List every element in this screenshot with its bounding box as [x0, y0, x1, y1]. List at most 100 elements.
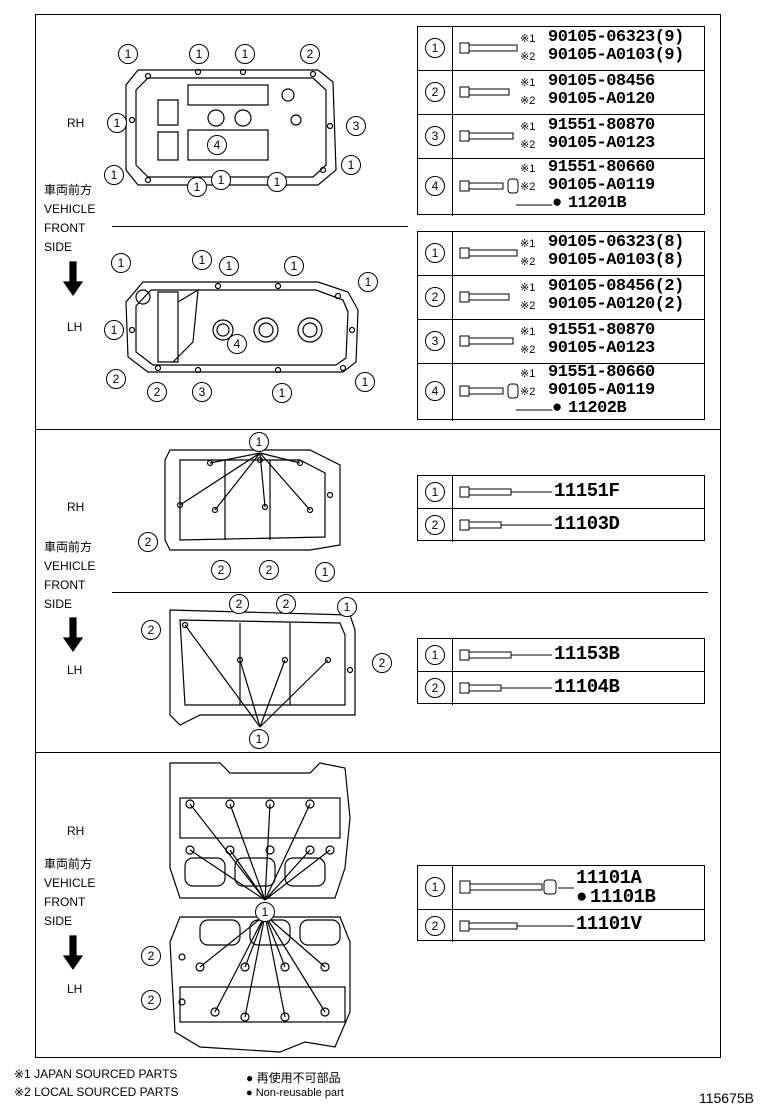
bolt-icon — [459, 291, 510, 303]
part-number: 90105-08456 — [548, 72, 655, 91]
lh-cover-callout-1: 1 — [284, 256, 304, 276]
leader-line — [558, 887, 574, 889]
bolt-icon — [459, 335, 514, 347]
callout-number: 2 — [425, 82, 445, 102]
rh-cover-callout-1: 1 — [107, 113, 127, 133]
lh-cover-bolt-table: 1 ※1 90105-06323(8) ※2 90105-A0103(8) 2 … — [417, 231, 705, 421]
head-callout-2: 2 — [141, 990, 161, 1010]
bolt-with-washer-icon — [459, 178, 519, 194]
legend-nonreusable-en-text: Non-reusable part — [255, 1087, 344, 1099]
bolt-icon — [459, 682, 552, 694]
legend-local-text: LOCAL SOURCED PARTS — [34, 1085, 179, 1099]
diagram-frame — [35, 14, 721, 1058]
housing-direction-text: 車両前方 VEHICLE FRONT SIDE — [44, 540, 96, 611]
rh-cover-callout-1: 1 — [211, 170, 231, 190]
cover-rh-label: RH — [67, 116, 85, 130]
rh-housing-callout-2: 2 — [211, 560, 231, 580]
local-marker: ※2 — [520, 139, 536, 151]
part-number: 11101V — [576, 913, 642, 935]
rh-housing-bolt-table: 1 11151F 2 11103D — [417, 475, 705, 542]
rh-cover-callout-4: 4 — [207, 135, 227, 155]
section-divider-2 — [35, 752, 721, 753]
part-number: 90105-A0119 — [548, 176, 655, 195]
table-row: 2 ※1 90105-08456 ※2 90105-A0120 — [418, 71, 704, 115]
table-row: 2 11101V — [418, 910, 704, 942]
housing-rh-label: RH — [67, 500, 85, 514]
japan-marker: ※1 — [520, 326, 536, 338]
part-number: 91551-80870 — [548, 116, 655, 135]
lh-cover-callout-1: 1 — [355, 372, 375, 392]
lh-camshaft-housing-drawing — [169, 609, 356, 728]
part-number: 11101A — [576, 867, 642, 889]
rh-housing-callout-1: 1 — [315, 562, 335, 582]
legend-nonreusable-en: ● Non-reusable part — [246, 1087, 344, 1099]
part-number: 11151F — [554, 480, 620, 502]
lh-cover-callout-1: 1 — [219, 256, 239, 276]
head-callout-2: 2 — [141, 946, 161, 966]
part-number: 11104B — [554, 676, 620, 698]
cover-direction-text: 車両前方 VEHICLE FRONT SIDE — [44, 183, 96, 254]
head-callout-1: 1 — [255, 902, 275, 922]
lh-head-cover-drawing — [125, 281, 359, 374]
callout-number: 1 — [425, 38, 445, 58]
japan-marker: ※1 — [520, 238, 536, 250]
lh-cover-callout-3: 3 — [192, 382, 212, 402]
table-row: 4 ※1 91551-80660 ※2 90105-A0119 ● 11202B — [418, 363, 704, 421]
japan-marker: ※1 — [520, 33, 536, 45]
part-number: 90105-08456(2) — [548, 277, 684, 296]
japan-marker: ※1 — [520, 121, 536, 133]
bolt-icon — [459, 519, 552, 531]
callout-number: 2 — [425, 287, 445, 307]
legend-japan: ※1 JAPAN SOURCED PARTS — [14, 1067, 177, 1081]
leader-line — [516, 409, 552, 411]
lh-cover-callout-1: 1 — [192, 250, 212, 270]
rh-cover-callout-1: 1 — [341, 155, 361, 175]
housing-direction-arrow-icon — [62, 617, 84, 653]
local-marker: ※2 — [520, 300, 536, 312]
part-number: 91551-80870 — [548, 321, 655, 340]
head-lh-label: LH — [67, 982, 83, 996]
nonreusable-marker: ● — [246, 1071, 254, 1085]
part-number: 91551-80660 — [548, 158, 655, 177]
cover-direction-arrow-icon — [62, 261, 84, 297]
part-number: 90105-A0123 — [548, 339, 655, 358]
japan-marker: ※1 — [520, 77, 536, 89]
housing-lh-label: LH — [67, 663, 83, 677]
bolt-icon — [459, 42, 518, 54]
rh-cover-callout-1: 1 — [267, 172, 287, 192]
bolt-icon — [459, 649, 552, 661]
rh-cover-callout-3: 3 — [346, 116, 366, 136]
head-direction-text: 車両前方 VEHICLE FRONT SIDE — [44, 857, 96, 928]
rh-cover-callout-1: 1 — [189, 44, 209, 64]
lh-housing-bolt-table: 1 11153B 2 11104B — [417, 638, 705, 705]
callout-number: 4 — [425, 176, 445, 196]
rh-cover-callout-1: 1 — [187, 177, 207, 197]
rh-cylinder-head-drawing — [169, 762, 351, 901]
housing-rh-lh-divider — [112, 592, 708, 593]
figure-code: 115675B — [698, 1090, 754, 1106]
cover-rh-lh-divider — [112, 226, 408, 227]
part-number: 90105-A0103(8) — [548, 251, 684, 270]
lh-cover-callout-1: 1 — [111, 253, 131, 273]
lh-housing-callout-1: 1 — [249, 729, 269, 749]
nonreusable-marker: ● — [576, 886, 587, 908]
lh-cover-callout-1: 1 — [358, 272, 378, 292]
legend-nonreusable-jp: ● 再使用不可部品 — [246, 1069, 341, 1086]
lh-cover-callout-1: 1 — [104, 320, 124, 340]
part-number: 90105-A0119 — [548, 381, 655, 400]
local-marker: ※2 — [520, 181, 536, 193]
local-marker: ※2 — [14, 1085, 31, 1099]
table-row: 2 11104B — [418, 672, 704, 705]
table-row: 1 11153B — [418, 639, 704, 672]
legend-japan-text: JAPAN SOURCED PARTS — [34, 1067, 178, 1081]
lh-cover-callout-1: 1 — [272, 383, 292, 403]
rh-cover-callout-2: 2 — [300, 44, 320, 64]
table-row: 3 ※1 91551-80870 ※2 90105-A0123 — [418, 115, 704, 159]
callout-number: 2 — [425, 515, 445, 535]
callout-number: 1 — [425, 482, 445, 502]
head-rh-label: RH — [67, 824, 85, 838]
table-row: 1 11151F — [418, 476, 704, 509]
table-row: 2 11103D — [418, 509, 704, 542]
table-row: 1 ※1 90105-06323(8) ※2 90105-A0103(8) — [418, 232, 704, 276]
nonreusable-marker: ● — [552, 194, 562, 213]
